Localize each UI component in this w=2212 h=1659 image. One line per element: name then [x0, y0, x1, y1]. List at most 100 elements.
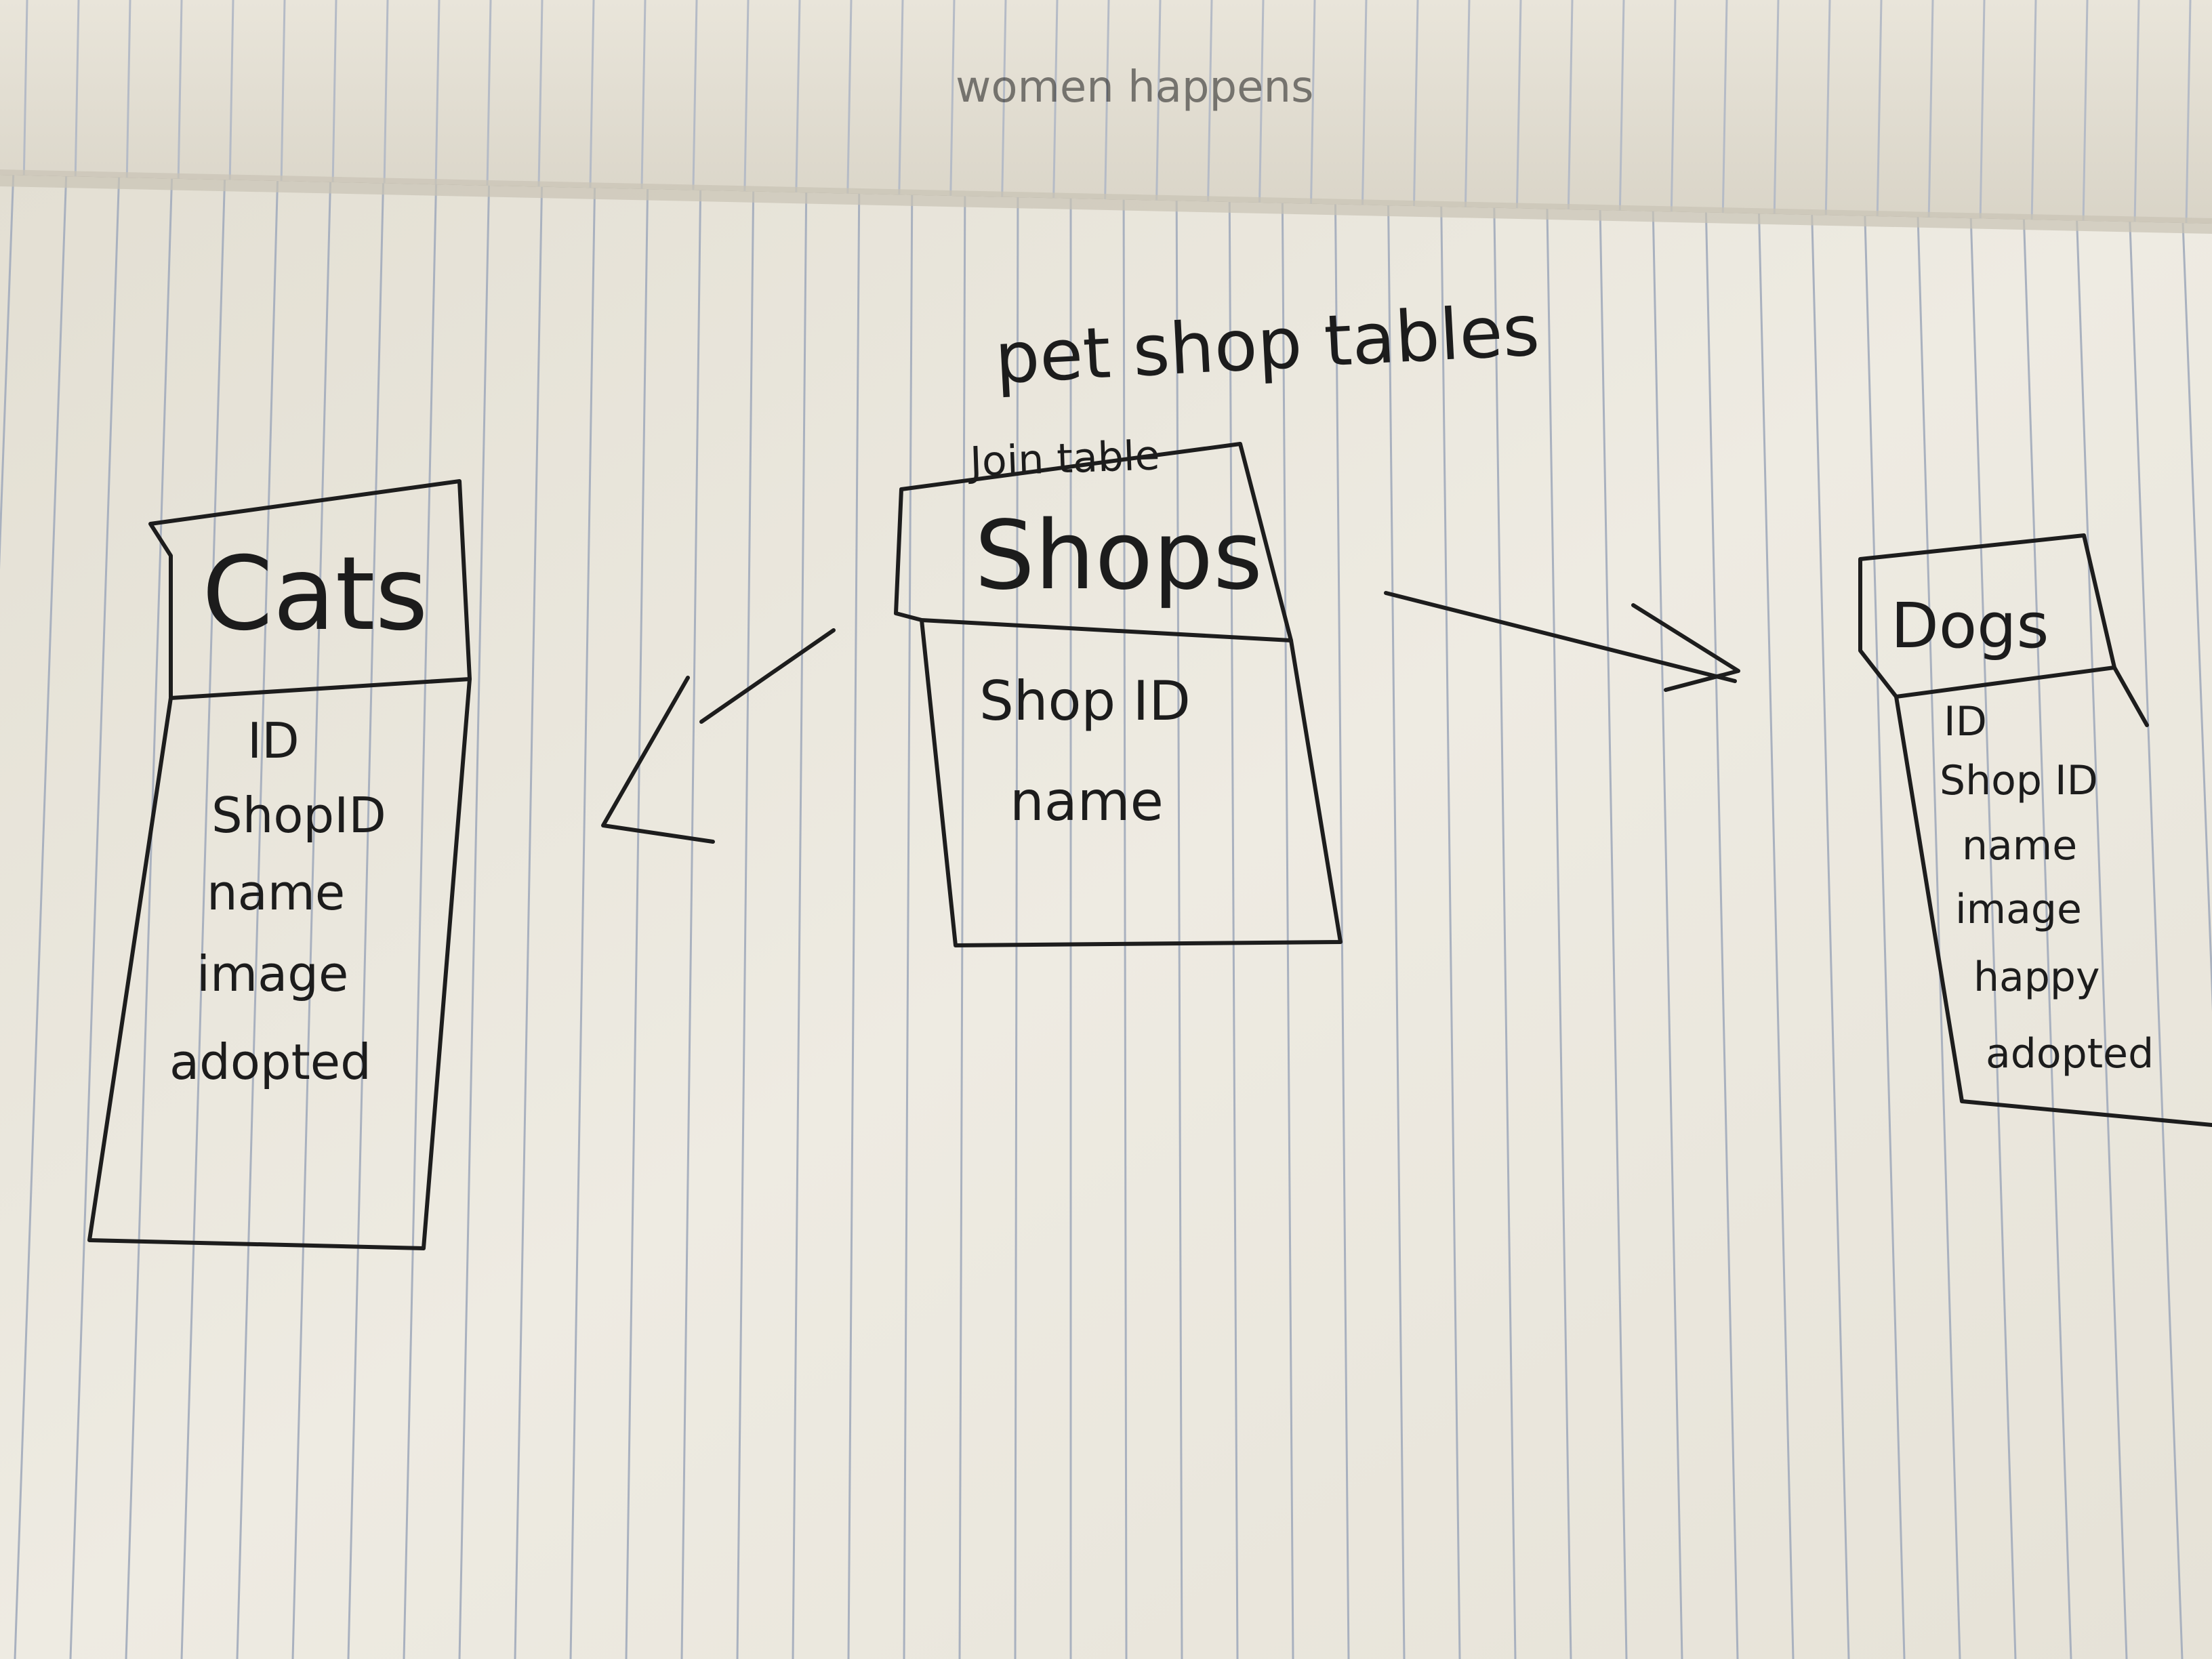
main-page [0, 169, 2212, 1659]
dogs-table: Dogs ID Shop ID name image happy adopted [1858, 533, 2212, 1127]
rule-line [1757, 175, 1795, 1659]
dogs-field-adopted: adopted [1986, 1030, 2154, 1078]
dogs-header-box [1858, 533, 2116, 699]
rule-line [125, 175, 173, 1659]
rule-line-top-page [2185, 0, 2192, 224]
rule-line-top-page [1000, 0, 1007, 224]
rule-line [236, 175, 279, 1659]
rule-line [680, 175, 702, 1659]
arrow-shops-to-cats [601, 628, 836, 844]
rule-line-top-page [1824, 0, 1831, 224]
rule-line-top-page [1258, 0, 1265, 224]
rule-line-top-page [1721, 0, 1728, 224]
cats-body-box [87, 677, 472, 1250]
rule-line [847, 175, 861, 1659]
rule-line-top-page [794, 0, 801, 224]
faint-text-top-page: women happens [956, 62, 1313, 112]
rule-line [291, 175, 332, 1659]
rule-line-top-page [1876, 0, 1883, 224]
rule-line [1598, 175, 1628, 1659]
arrow-shops-to-dogs [1384, 591, 1740, 692]
rule-line [2074, 175, 2128, 1659]
rule-line-top-page [1206, 0, 1213, 224]
rule-line [1014, 175, 1019, 1659]
rule-line-top-page [1773, 0, 1780, 224]
rule-line-top-page [1103, 0, 1110, 224]
rule-line [1651, 175, 1683, 1659]
rule-line [347, 175, 385, 1659]
rule-line [2127, 175, 2184, 1659]
rule-line [403, 175, 438, 1659]
rule-line [1704, 175, 1739, 1659]
rule-line [625, 175, 649, 1659]
rule-line-top-page [1979, 0, 1986, 224]
rule-line [2021, 175, 2072, 1659]
rule-line [736, 175, 755, 1659]
rule-line [1545, 175, 1572, 1659]
rule-line [1281, 175, 1294, 1659]
rule-line [458, 175, 491, 1659]
cats-field-id: ID [247, 712, 300, 769]
rule-line [0, 175, 15, 1659]
rule-line-top-page [897, 0, 904, 224]
cats-header-label: Cats [202, 535, 428, 653]
rule-line-top-page [1618, 0, 1625, 224]
cats-field-image: image [197, 945, 348, 1002]
rule-line-top-page [1361, 0, 1368, 224]
rule-line [1122, 175, 1128, 1659]
cats-field-adopted: adopted [169, 1033, 371, 1090]
rule-line [69, 175, 121, 1659]
dogs-body-box [1894, 665, 2212, 1127]
shops-field-name: name [1010, 770, 1164, 833]
rule-line-top-page [2030, 0, 2037, 224]
rule-line-top-page [846, 0, 853, 224]
dogs-field-image: image [1955, 886, 2082, 933]
rule-line-top-page [1670, 0, 1677, 224]
dogs-header-label: Dogs [1891, 590, 2049, 662]
rule-line [2179, 175, 2212, 1659]
rule-line-top-page [1412, 0, 1419, 224]
rule-line [903, 175, 914, 1659]
shops-table: Join table Shops Shop ID name [894, 432, 1343, 947]
rule-line [1915, 175, 1961, 1659]
shops-body-box [920, 618, 1343, 947]
rule-line-top-page [2133, 0, 2140, 224]
rule-line [569, 175, 596, 1659]
rule-line-top-page [1309, 0, 1316, 224]
rule-line [1175, 175, 1183, 1659]
rule-line-top-page [1155, 0, 1162, 224]
rule-line [792, 175, 808, 1659]
cats-field-name: name [207, 864, 345, 921]
rule-line-top-page [1927, 0, 1934, 224]
rule-line-top-page [2082, 0, 2089, 224]
shops-header-label: Shops [975, 501, 1263, 611]
dogs-field-happy: happy [1973, 954, 2100, 1001]
rule-line [1968, 175, 2017, 1659]
rule-line-top-page [1052, 0, 1059, 224]
rule-line [180, 175, 226, 1659]
rule-line [14, 175, 68, 1659]
rule-line [958, 175, 966, 1659]
rule-line-top-page [1567, 0, 1574, 224]
cats-table: Cats ID ShopID name image adopted [87, 479, 472, 1250]
rule-line [1228, 175, 1239, 1659]
rule-line [1492, 175, 1517, 1659]
shops-field-shopid: Shop ID [979, 670, 1191, 733]
rule-line [1387, 175, 1406, 1659]
dogs-field-shopid: Shop ID [1940, 757, 2098, 804]
rule-line [1334, 175, 1350, 1659]
dogs-field-name: name [1962, 822, 2077, 869]
rule-line [1439, 175, 1461, 1659]
rule-line-top-page [1464, 0, 1471, 224]
dogs-field-id: ID [1944, 698, 1987, 745]
cats-header-box [148, 479, 472, 700]
rule-line-top-page [949, 0, 956, 224]
rule-line-top-page [1515, 0, 1522, 224]
rule-line [1862, 175, 1906, 1659]
rule-line [514, 175, 544, 1659]
shops-header-box [894, 442, 1293, 642]
cats-field-shopid: ShopID [211, 787, 386, 844]
rule-line [1809, 175, 1850, 1659]
